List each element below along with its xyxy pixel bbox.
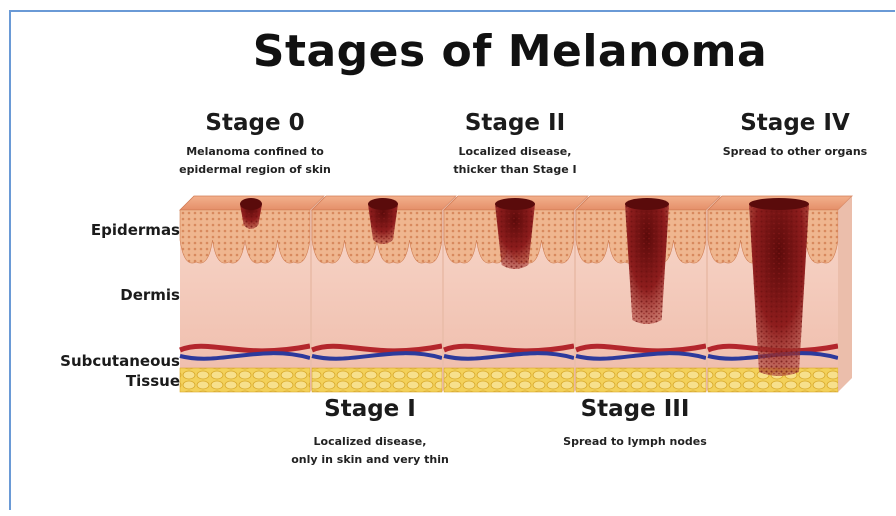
skin-block-stage-3 bbox=[576, 196, 720, 392]
melanoma-surface-spot bbox=[495, 198, 535, 210]
subcutaneous-fat-layer bbox=[180, 368, 310, 392]
skin-block-stage-2 bbox=[444, 196, 588, 392]
skin-block-stage-4 bbox=[708, 196, 852, 392]
melanoma-tumor-texture bbox=[625, 199, 669, 324]
melanoma-surface-spot bbox=[240, 198, 262, 210]
subcutaneous-fat-layer bbox=[444, 368, 574, 392]
subcutaneous-fat-layer bbox=[576, 368, 706, 392]
skin-block-stage-1 bbox=[312, 196, 456, 392]
melanoma-surface-spot bbox=[368, 198, 398, 210]
block-side-face bbox=[838, 196, 852, 392]
skin-block-stage-0 bbox=[180, 196, 324, 392]
melanoma-surface-spot bbox=[749, 198, 809, 210]
skin-blocks bbox=[180, 196, 852, 392]
melanoma-surface-spot bbox=[625, 198, 669, 210]
melanoma-tumor-texture bbox=[749, 199, 809, 376]
subcutaneous-fat-layer bbox=[312, 368, 442, 392]
